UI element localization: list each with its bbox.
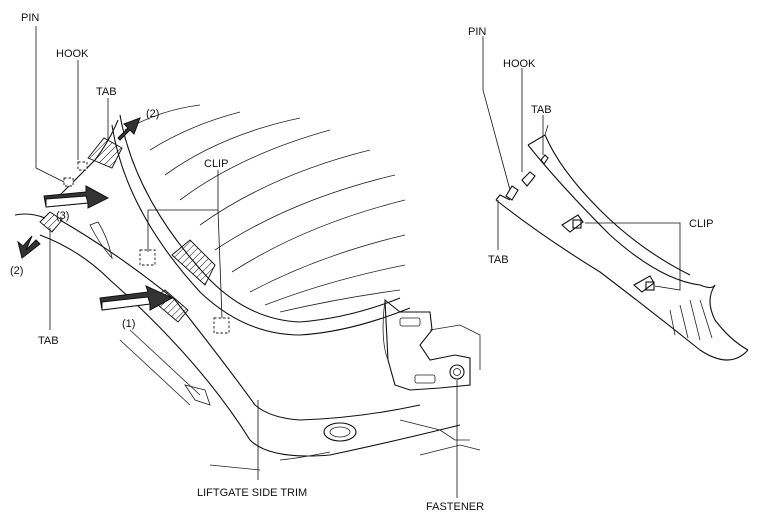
arrow-step1-face: [101, 296, 151, 311]
tab-part: [540, 154, 549, 165]
step-2-label-top: (2): [146, 108, 160, 120]
fastener-bracket: [382, 298, 481, 391]
step-1-label: (1): [122, 318, 136, 330]
step-3-label: (3): [56, 210, 70, 222]
clip-label-right: CLIP: [689, 218, 714, 230]
right-view: [482, 36, 749, 361]
hook-part: [521, 171, 536, 187]
tab-top-hatch: [87, 137, 123, 169]
clip-hatch-center: [171, 239, 216, 286]
clip-part-1: [561, 214, 584, 233]
pin-label-right: PIN: [468, 26, 487, 38]
pin-part: [505, 185, 519, 201]
tab-label-top: TAB: [96, 86, 117, 98]
arrow-step3-face: [45, 195, 89, 208]
clip-hidden-outline-2: [213, 317, 230, 334]
liftgate-side-trim-label: LIFTGATE SIDE TRIM: [197, 487, 308, 499]
hook-hidden-outline: [77, 161, 88, 171]
tab-label-right-top: TAB: [531, 104, 552, 116]
clip-label-left: CLIP: [204, 158, 229, 170]
trim-detail: [495, 124, 749, 361]
clip-part-2: [633, 275, 655, 293]
arrow-step2-down: [17, 235, 41, 259]
rear-glass: [111, 104, 411, 336]
tab-bottom-hatch: [39, 211, 63, 233]
pin-hidden-outline: [63, 177, 74, 187]
tab-label-bottom: TAB: [38, 335, 59, 347]
pin-label: PIN: [21, 12, 40, 24]
arrow-step2-up: [117, 117, 141, 141]
step-2-label-left: (2): [10, 265, 24, 277]
hook-label: HOOK: [56, 48, 89, 60]
liftgate-side-trim: [14, 119, 481, 471]
fastener: [449, 364, 465, 380]
fastener-label: FASTENER: [426, 501, 485, 513]
tab-label-right-left: TAB: [488, 254, 509, 266]
clip-hidden-outline-1: [139, 249, 156, 266]
left-view: [14, 26, 481, 498]
hook-label-right: HOOK: [503, 58, 536, 70]
